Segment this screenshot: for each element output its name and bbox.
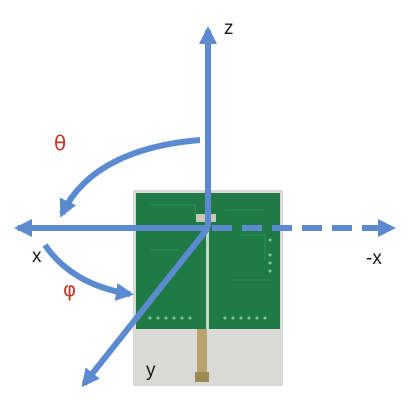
pcb-traces [150,204,270,281]
z-axis-label: z [224,18,234,39]
axes [14,26,396,388]
y-axis-arrow [81,226,211,388]
theta-arc [59,137,201,218]
phi-arc [42,243,134,301]
neg-x-axis-label: -x [366,248,382,269]
angle-arcs [42,137,201,301]
theta-label: θ [54,131,66,155]
pcb-via-dots [148,238,272,320]
pcb-feed-line [206,225,209,329]
y-axis-label: y [146,360,156,381]
connector-tip [195,372,209,382]
x-axis-label: x [32,246,42,267]
connector-cable [197,329,207,381]
phi-label: φ [63,277,76,301]
